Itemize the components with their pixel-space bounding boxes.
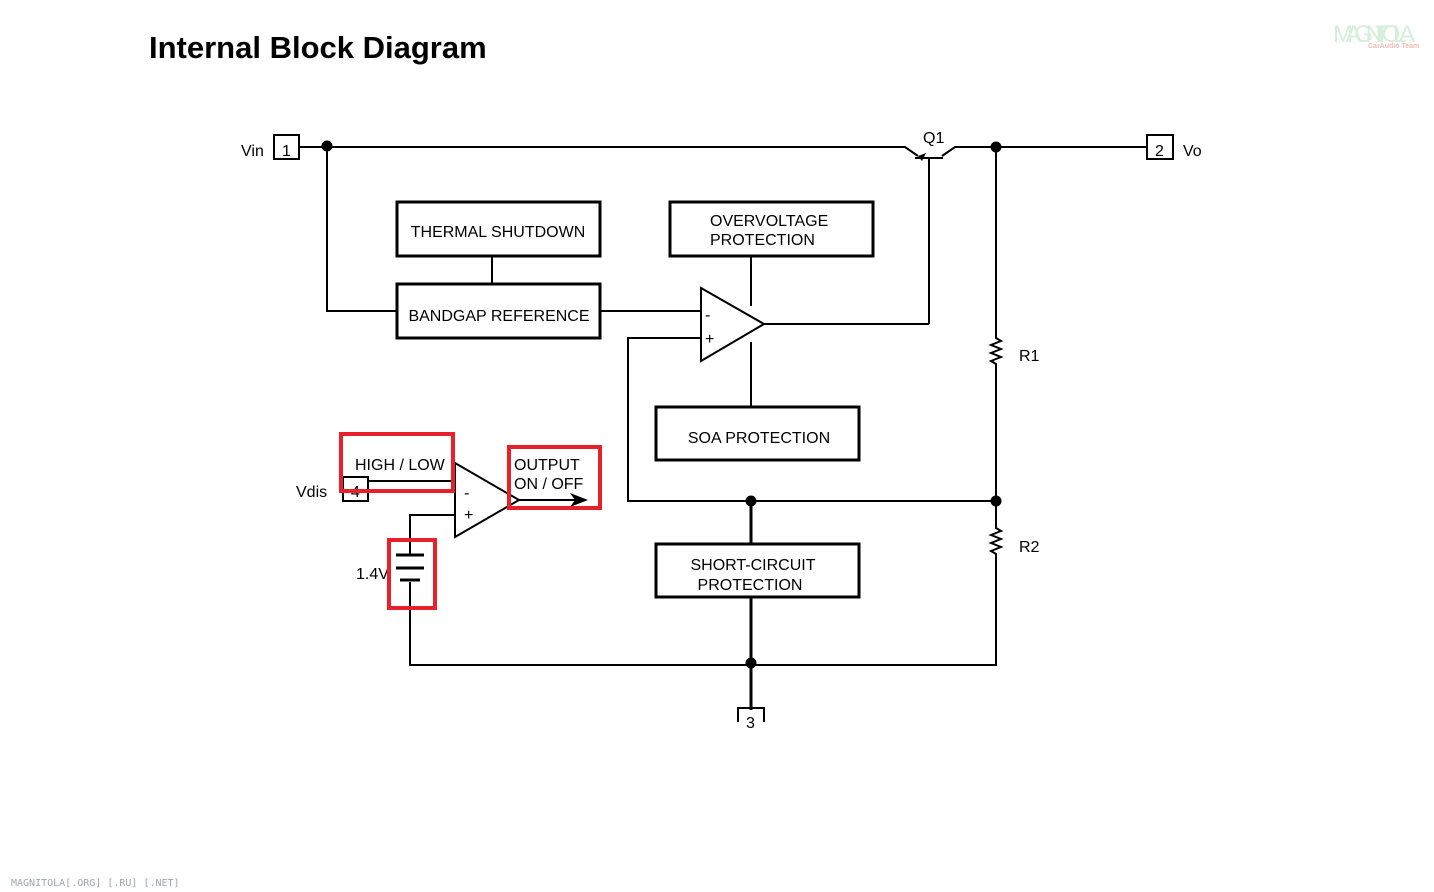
soa-protection-block xyxy=(654,405,861,462)
pin-1-number: 1 xyxy=(282,143,291,160)
page-title: Internal Block Diagram xyxy=(149,30,487,65)
svg-text:CarAudio Team: CarAudio Team xyxy=(1368,43,1419,50)
r2-label: R2 xyxy=(1019,539,1040,556)
vo-label: Vo xyxy=(1183,143,1202,160)
short-circuit-label-1: SHORT-CIRCUIT xyxy=(690,557,815,574)
short-circuit-protection-block xyxy=(654,542,861,599)
vin-label: Vin xyxy=(241,143,264,160)
bandgap-reference-label: BANDGAP REFERENCE xyxy=(408,308,589,325)
overvoltage-protection-block xyxy=(668,200,875,258)
footer-watermark: MAGNITOLA[.ORG] [.RU] [.NET] xyxy=(11,878,180,889)
opamp-minus: - xyxy=(705,307,710,324)
comparator-plus: + xyxy=(464,507,473,524)
svg-text:MAGNITOLA: MAGNITOLA xyxy=(1333,21,1415,48)
overvoltage-label-1: OVERVOLTAGE xyxy=(710,213,828,230)
error-amplifier xyxy=(700,286,766,363)
output-label-2: ON / OFF xyxy=(514,476,584,493)
short-circuit-label-2: PROTECTION xyxy=(698,577,803,594)
overvoltage-label-2: PROTECTION xyxy=(710,232,815,249)
thermal-shutdown-block xyxy=(395,200,602,258)
opamp-plus: + xyxy=(705,331,714,348)
output-label-1: OUTPUT xyxy=(514,457,580,474)
pin-3-number: 3 xyxy=(746,715,755,732)
pin-2 xyxy=(1146,134,1174,160)
battery-icon xyxy=(396,553,424,582)
highlight-high-low xyxy=(339,432,455,493)
comparator xyxy=(454,461,521,539)
reference-voltage-label: 1.4V xyxy=(356,566,389,583)
highlight-output-on-off xyxy=(507,445,602,510)
thermal-shutdown-label: THERMAL SHUTDOWN xyxy=(411,224,586,241)
junction-dots xyxy=(321,140,1002,669)
bandgap-reference-block xyxy=(395,282,602,340)
pin-2-number: 2 xyxy=(1155,143,1164,160)
wires xyxy=(299,146,1147,710)
high-low-label: HIGH / LOW xyxy=(355,457,446,474)
soa-protection-label: SOA PROTECTION xyxy=(688,430,830,447)
q1-label: Q1 xyxy=(923,130,944,147)
r1-label: R1 xyxy=(1019,348,1040,365)
logo: MAGNITOLA CarAudio Team xyxy=(1333,21,1419,50)
comparator-minus: - xyxy=(464,485,469,502)
pin-1 xyxy=(273,134,300,160)
highlight-battery xyxy=(387,538,437,610)
vdis-label: Vdis xyxy=(296,484,327,501)
